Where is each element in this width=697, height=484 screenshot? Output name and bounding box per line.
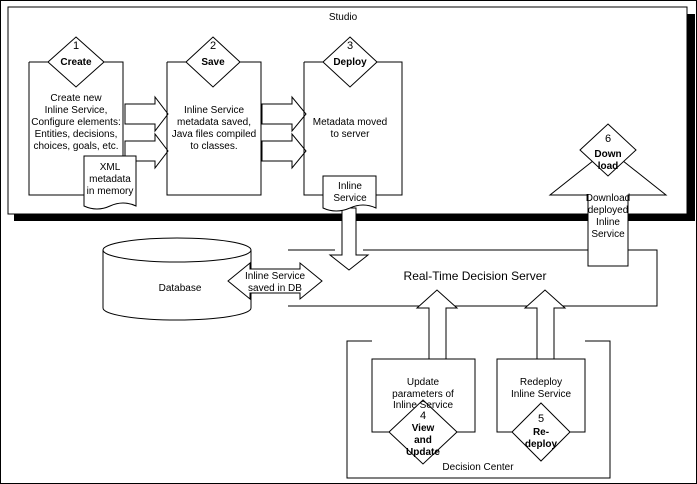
rtds-outline xyxy=(288,249,658,307)
db-arrow-text-line2: saved in DB xyxy=(248,283,302,294)
step-deploy-text-2: to server xyxy=(331,129,371,140)
step-save: 2 Save Inline Service metadata saved, Ja… xyxy=(166,36,262,196)
step-save-text-1: Inline Service xyxy=(184,105,244,116)
database-label: Database xyxy=(159,283,202,294)
step-redeploy-text-1: Redeploy xyxy=(520,377,562,388)
deploy-down-arrow xyxy=(328,207,370,271)
step-create-name: Create xyxy=(60,57,92,68)
step-download-name-1: Down xyxy=(594,149,621,160)
step-view-update-text-1: Update xyxy=(407,377,440,388)
decision-center-label: Decision Center xyxy=(442,462,514,473)
step-create-text-2: Inline Service, xyxy=(45,105,108,116)
step-save-name: Save xyxy=(201,57,225,68)
step-redeploy-number: 5 xyxy=(538,413,544,425)
inline-service-doc-text-1: Inline xyxy=(338,181,362,192)
db-double-arrow: Inline Service saved in DB xyxy=(227,261,323,301)
step-view-update-number: 4 xyxy=(420,410,426,422)
inline-service-doc-text-2: Service xyxy=(333,193,367,204)
database: Database xyxy=(102,237,252,321)
arrow-save-to-deploy-2 xyxy=(261,132,307,170)
step-download-text-1: Download xyxy=(586,193,630,204)
decision-center-panel: Decision Center xyxy=(346,340,611,479)
step-deploy: 3 Deploy Metadata moved to server xyxy=(303,36,403,196)
step-save-text-3: Java files compiled xyxy=(172,129,256,140)
step-redeploy: Redeploy Inline Service 5 Re- deploy xyxy=(496,358,586,462)
step-deploy-text-1: Metadata moved xyxy=(313,117,388,128)
studio-title: Studio xyxy=(329,12,358,23)
step-deploy-name: Deploy xyxy=(333,57,367,68)
step-deploy-number: 3 xyxy=(347,40,353,52)
decision-center-outline xyxy=(346,340,611,479)
step-redeploy-text-2: Inline Service xyxy=(511,389,571,400)
step-save-text-2: metadata saved, xyxy=(177,117,251,128)
step-redeploy-name-1: Re- xyxy=(533,427,549,438)
step-save-text-4: to classes. xyxy=(190,141,237,152)
step-create-text-5: choices, goals, etc. xyxy=(33,141,118,152)
db-arrow-text-line1: Inline Service xyxy=(245,271,305,282)
step-view-update-name-3: Update xyxy=(406,447,440,458)
step-create-text-4: Entities, decisions, xyxy=(35,129,118,140)
step-view-update-text-3: Inline Service xyxy=(393,400,453,411)
step-download-text-2: deployed xyxy=(588,205,629,216)
step-download-text-4: Service xyxy=(591,229,625,240)
xml-text-3: in memory xyxy=(87,186,134,197)
step-download: 6 Down load Download deployed Inline Ser… xyxy=(548,123,668,267)
step-save-number: 2 xyxy=(210,40,216,52)
rtds-panel: Real-Time Decision Server xyxy=(288,249,658,307)
step-view-update-name-2: and xyxy=(414,435,432,446)
step-download-name-2: load xyxy=(598,161,619,172)
step-create-number: 1 xyxy=(73,40,79,52)
step-redeploy-name-2: deploy xyxy=(525,439,558,450)
step-download-text-3: Inline xyxy=(596,217,620,228)
step-create-text-3: Configure elements: xyxy=(31,117,121,128)
arrow-create-to-save xyxy=(124,95,169,133)
arrow-save-to-deploy xyxy=(261,95,307,133)
inline-service-document: Inline Service xyxy=(322,175,377,212)
update-up-arrow xyxy=(415,289,459,360)
redeploy-up-arrow xyxy=(523,289,567,360)
step-create-text-1: Create new xyxy=(50,93,102,104)
step-view-update: Update parameters of Inline Service 4 Vi… xyxy=(371,358,476,465)
step-view-update-text-2: parameters of xyxy=(392,389,454,400)
xml-metadata-document: XML metadata in memory xyxy=(83,155,137,210)
rtds-label: Real-Time Decision Server xyxy=(404,269,547,283)
step-download-number: 6 xyxy=(605,133,611,145)
step-view-update-name-1: View xyxy=(412,423,435,434)
xml-text-2: metadata xyxy=(89,174,131,185)
xml-text-1: XML xyxy=(100,162,121,173)
